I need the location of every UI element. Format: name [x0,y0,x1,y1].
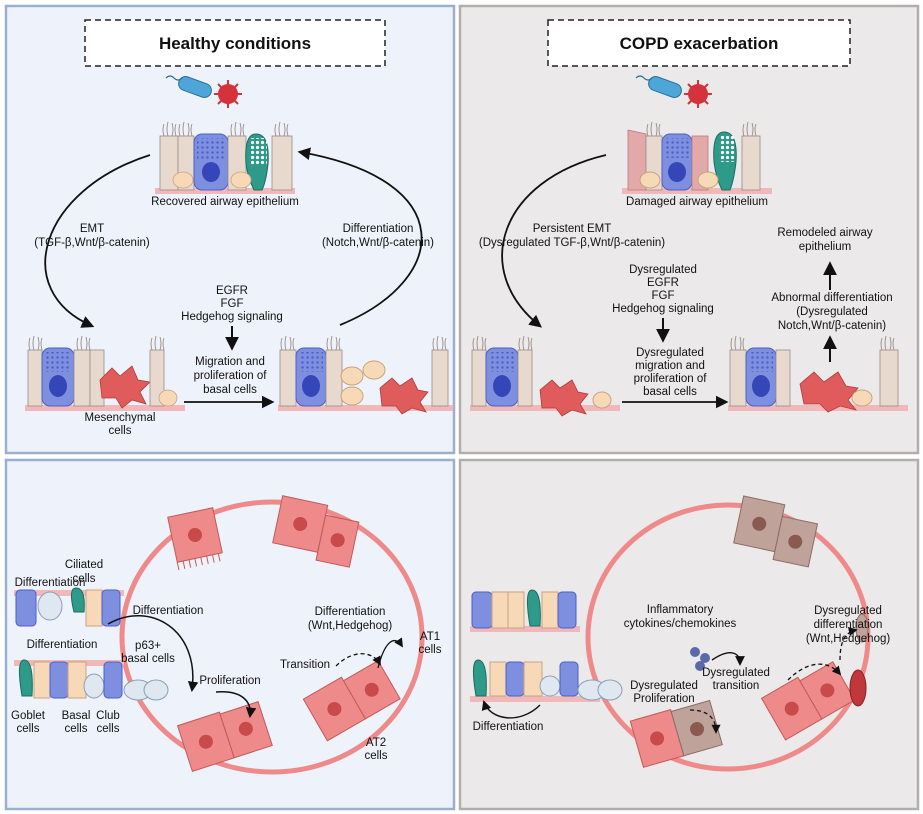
persistent-emt-sublabel: (Dysregulated TGF-β,Wnt/β-catenin) [479,237,665,249]
transition-arrow [335,653,381,667]
dysprolif-label-2: Proliferation [633,693,694,705]
dysdiff-label-1: Dysregulated [814,605,882,617]
healthy-title-box [84,19,386,67]
dystrans-arrow [787,663,842,681]
remodeled-epithelium [728,335,908,413]
healthy-bottom-panel [4,458,456,811]
copd-alveolus-wall [585,502,871,772]
inflam-label-2: cytokines/chemokines [624,618,737,630]
healthy-alveolus-wall [119,499,425,775]
remodeled-label-2: epithelium [799,241,851,253]
at2-label-1: AT2 [366,737,386,749]
p63-label-2: basal cells [121,653,175,665]
club-label-2: cells [96,723,119,735]
mesenchymal-label: Mesenchymal [85,412,156,424]
abnormal-diff-2: (Dysregulated [796,306,868,318]
copd-differentiation-label: Differentiation [473,721,544,733]
mesenchymal-label-2: cells [108,425,131,437]
dysdiff-arrow [839,626,858,661]
differentiation-sublabel: (Notch,Wnt/β-catenin) [322,237,434,249]
healthy-airway-cells [14,587,169,701]
mesenchymal-epithelium [25,335,185,411]
copd-bacterium-icon [635,75,682,98]
abnormal-diff-1: Abnormal differentiation [771,292,892,304]
copd-differentiation-arrow [481,700,541,719]
abnormal-diff-3: Notch,Wnt/β-catenin) [778,320,886,332]
copd-signal-2: EGFR [647,277,679,289]
differentiation-a: Differentiation [15,577,86,589]
differentiation-label: Differentiation [343,223,414,235]
club-label-1: Club [96,710,120,722]
copd-airway-cells [470,589,623,702]
differentiation-c: Differentiation [133,605,204,617]
copd-migration-4: basal cells [643,386,697,398]
migration-label-1: Migration and [195,356,265,368]
copd-migration-2: migration and [635,360,705,372]
migration-label-2: proliferation of [194,370,268,382]
dysdiff-label-3: (Wnt,Hedgehog) [806,633,891,645]
proliferation-arrow [215,691,257,719]
dystrans-label-2: transition [713,680,760,692]
healthy-at2-cells [167,495,401,773]
recovered-epithelium-label: Recovered airway epithelium [151,196,299,208]
copd-virus-icon [684,80,712,108]
ciliated-label-2: cells [72,573,95,585]
hedgehog-label: Hedgehog signaling [181,311,283,323]
at1-label-1: AT1 [420,631,440,643]
persistent-emt-arrow [501,154,607,328]
copd-signal-4: Hedgehog signaling [612,303,714,315]
dysdiff-label-2: differentiation [814,619,883,631]
basal-label-1: Basal [62,710,91,722]
copd-signal-3: FGF [652,290,675,302]
differentiation-arrow [297,147,423,326]
damaged-epithelium [622,121,772,194]
differentiation-b: Differentiation [27,639,98,651]
migration-label-3: basal cells [203,384,257,396]
damaged-epithelium-label: Damaged airway epithelium [626,196,768,208]
transition-label: Transition [280,659,330,671]
emt-arrow [44,154,151,328]
inflam-label-1: Inflammatory [647,604,714,616]
dystrans-label-1: Dysregulated [702,667,770,679]
persistent-emt-label: Persistent EMT [533,223,612,235]
copd-migration-3: proliferation of [634,373,708,385]
p63-label-1: p63+ [135,640,161,652]
virus-icon [214,80,242,108]
diff-wnt-label-2: (Wnt,Hedgehog) [308,620,393,632]
basal-label-2: cells [64,723,87,735]
regenerating-epithelium [278,335,453,415]
dysprolif-label-1: Dysregulated [630,680,698,692]
dysprolif-arrow [689,709,721,734]
recovered-epithelium [155,121,295,194]
diff-wnt-label-1: Differentiation [315,606,386,618]
bacterium-icon [165,75,212,98]
copd-signal-1: Dysregulated [629,264,697,276]
at1-label-2: cells [418,644,441,656]
differentiation-c-arrow [107,614,199,693]
healthy-title: Healthy conditions [159,34,311,53]
cytokine-arrow [711,652,745,666]
at1-arrow [377,637,403,669]
ciliated-label-1: Ciliated [65,559,103,571]
copd-migration-1: Dysregulated [636,347,704,359]
emt-label: EMT [80,223,104,235]
goblet-label-2: cells [16,723,39,735]
emt-sublabel: (TGF-β,Wnt/β-catenin) [34,237,150,249]
fgf-label: FGF [221,298,244,310]
proliferation-label: Proliferation [199,675,260,687]
copd-title: COPD exacerbation [620,34,779,53]
copd-at2-cells [629,495,869,768]
egfr-label: EGFR [216,285,248,297]
copd-title-box [547,19,851,67]
cytokine-icon [690,647,710,671]
copd-mesenchymal-epithelium [470,335,620,417]
remodeled-label-1: Remodeled airway [777,227,872,239]
goblet-label-1: Goblet [11,710,46,722]
at2-label-2: cells [364,750,387,762]
